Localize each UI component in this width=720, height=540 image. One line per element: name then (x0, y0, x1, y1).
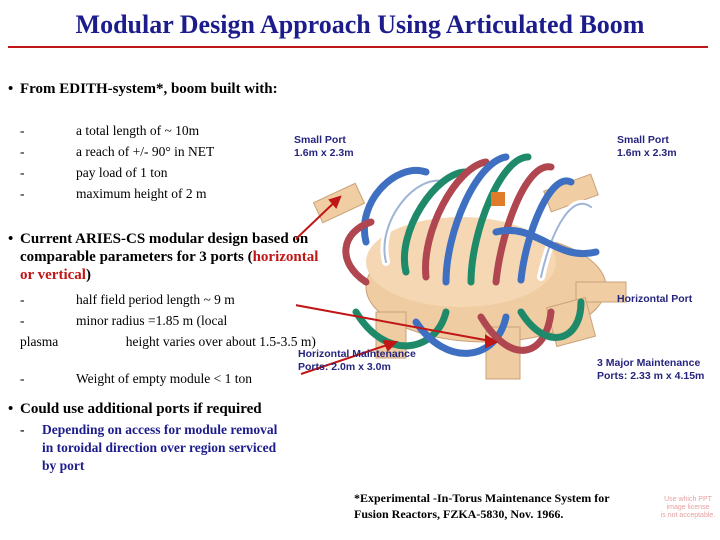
bullet-mark: • (8, 81, 14, 97)
ports-sub: - Depending on access for module removal… (20, 422, 278, 473)
list-item: -minor radius =1.85 m (local (20, 313, 228, 328)
bullet-ports: • Could use additional ports if required (8, 400, 328, 418)
label-horizontal-port: Horizontal Port (617, 293, 693, 305)
bullet-ports-text: Could use additional ports if required (20, 401, 262, 417)
watermark: Use which PPT image license is not accep… (660, 496, 716, 519)
label-small-port-right: Small Port 1.6m x 2.3m (617, 134, 677, 159)
list-item: plasma height varies over about 1.5-3.5 … (20, 334, 316, 349)
edith-list: -a total length of ~ 10m -a reach of +/-… (20, 120, 320, 204)
list-item: -maximum height of 2 m (20, 186, 207, 201)
label-small-port-left: Small Port 1.6m x 2.3m (294, 134, 354, 159)
aries-list: -half field period length ~ 9 m -minor r… (20, 289, 330, 331)
field-coils (342, 153, 600, 357)
title-rule (8, 46, 708, 48)
bullet-edith: • From EDITH-system*, boom built with: (8, 80, 298, 98)
list-item: -half field period length ~ 9 m (20, 292, 235, 307)
label-horizontal-maintenance: Horizontal Maintenance Ports: 2.0m x 3.0… (298, 348, 416, 373)
list-item: -a reach of +/- 90° in NET (20, 144, 215, 159)
bullet-aries: • Current ARIES-CS modular design based … (8, 231, 319, 283)
bullet-aries-text: Current ARIES-CS modular design based on… (20, 231, 319, 283)
bullet-edith-text: From EDITH-system*, boom built with: (20, 81, 278, 97)
module-marker (491, 192, 505, 206)
footnote: *Experimental -In-Torus Maintenance Syst… (354, 491, 610, 521)
list-item: -a total length of ~ 10m (20, 123, 200, 138)
label-major-maintenance: 3 Major Maintenance Ports: 2.33 m x 4.15… (597, 357, 705, 382)
slide-title: Modular Design Approach Using Articulate… (75, 10, 645, 39)
stellarator-figure (296, 153, 627, 380)
pointer-arrows (296, 195, 499, 375)
list-item: -pay load of 1 ton (20, 165, 168, 180)
list-item: -Weight of empty module < 1 ton (20, 371, 253, 386)
highlight-text: horizontal or vertical (20, 249, 319, 283)
